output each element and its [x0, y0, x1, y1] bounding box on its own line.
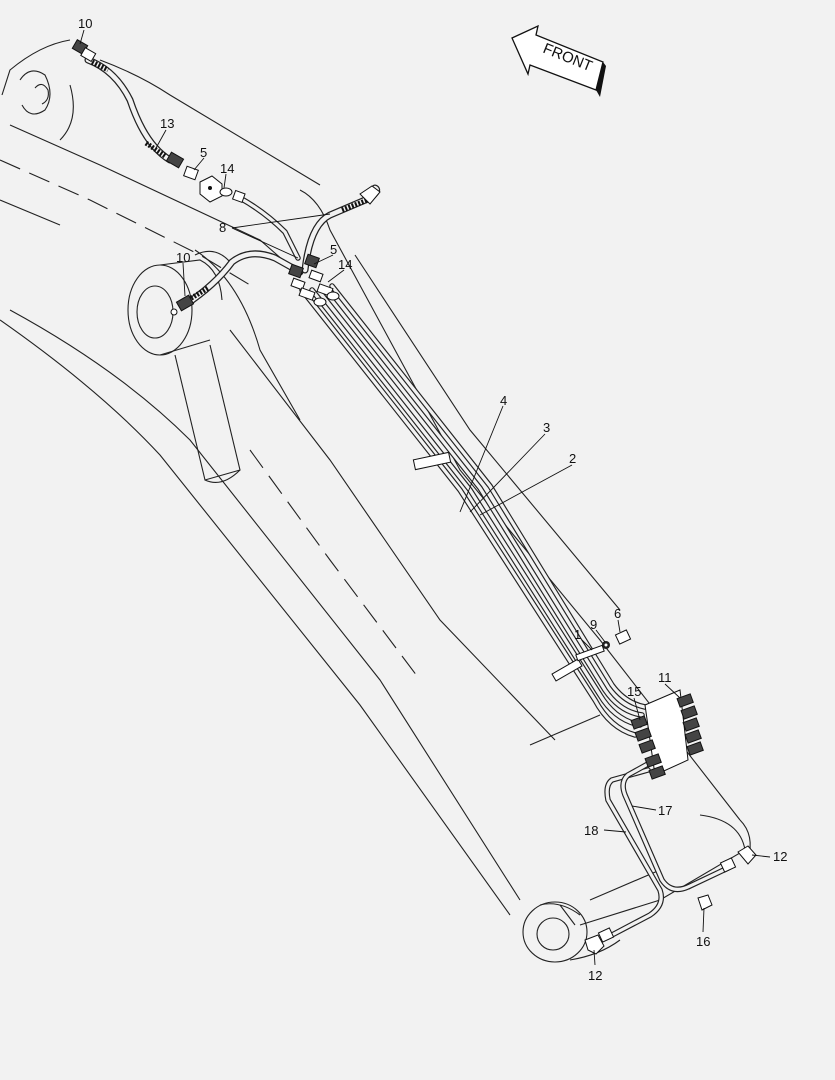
callout-11: 11: [658, 670, 672, 685]
callout-5-top: 5: [200, 145, 207, 160]
callout-14-lower: 14: [338, 257, 352, 272]
callout-16: 16: [696, 934, 710, 949]
boom-outline: [0, 39, 751, 963]
callout-5-lower: 5: [330, 242, 337, 257]
callout-4: 4: [500, 393, 507, 408]
callout-12-right: 12: [773, 849, 787, 864]
callout-10-top: 10: [78, 16, 92, 31]
callout-9: 9: [590, 617, 597, 632]
callout-6: 6: [614, 606, 621, 621]
callout-13: 13: [160, 116, 174, 131]
fittings: [71, 38, 757, 955]
upper-hoses: [84, 56, 381, 309]
callout-14-top: 14: [220, 161, 234, 176]
callout-1: 1: [574, 627, 581, 642]
callout-12-lower: 12: [588, 968, 602, 983]
callout-18: 18: [584, 823, 598, 838]
main-pipes: [299, 283, 648, 738]
boom-cylinder: [127, 250, 241, 483]
leader-lines: [79, 29, 771, 966]
callout-15: 15: [627, 684, 641, 699]
callout-10-lower: 10: [176, 250, 190, 265]
callout-3: 3: [543, 420, 550, 435]
front-direction-arrow: FRONT: [511, 24, 606, 97]
lower-pipes: [604, 757, 731, 938]
callout-labels: 10 13 5 14 8 10 5 14 4 3 2 9 6 1 11 15 1…: [78, 16, 787, 983]
callout-8: 8: [219, 220, 226, 235]
callout-17: 17: [658, 803, 672, 818]
callout-2: 2: [569, 451, 576, 466]
